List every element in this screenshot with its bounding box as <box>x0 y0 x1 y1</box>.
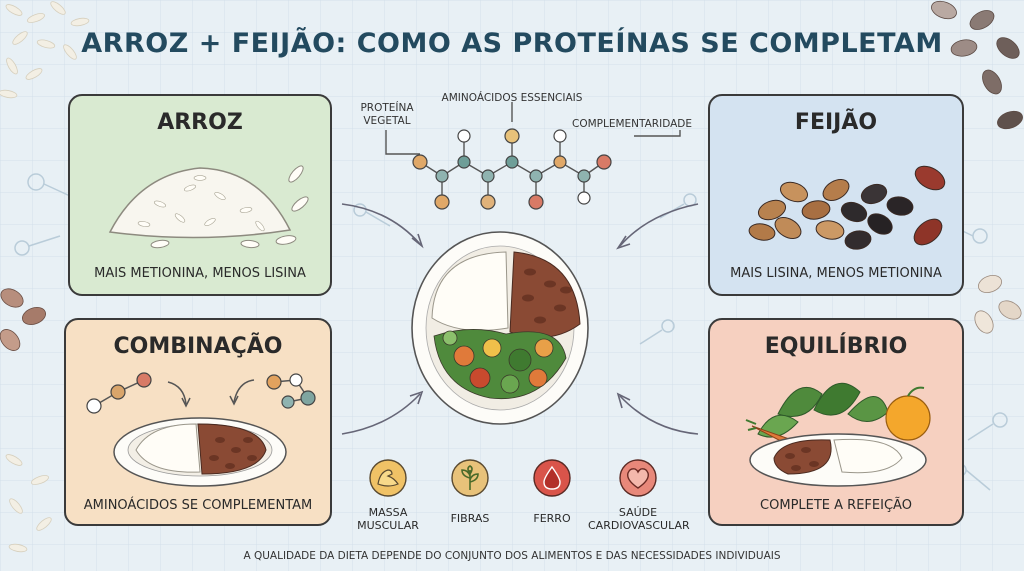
benefit-label-saude-line2: CARDIOVASCULAR <box>588 519 690 532</box>
muscle-icon <box>368 458 408 498</box>
benefit-label-massa-line2: MUSCULAR <box>357 519 419 532</box>
card-feijao: FEIJÃO MAIS LISINA, MENOS METIONINA <box>708 94 964 296</box>
benefit-label-massa: MASSA MUSCULAR <box>338 506 438 532</box>
benefit-label-ferro: FERRO <box>533 512 571 525</box>
benefit-label-saude-line1: SAÚDE <box>618 506 658 519</box>
fiber-leaf-icon <box>450 458 490 498</box>
rice-grains-decoration-bottom <box>5 454 52 553</box>
card-equilibrio-title: EQUILÍBRIO <box>764 334 908 359</box>
amino-acid-chain-diagram <box>385 102 681 210</box>
card-equilibrio: EQUILÍBRIO COMPLETE A REFEIÇÃO <box>708 318 964 526</box>
footer-note: A QUALIDADE DA DIETA DEPENDE DO CONJUNTO… <box>243 550 781 562</box>
benefit-label-massa-line1: MASSA <box>368 506 408 519</box>
beans-decoration-left <box>0 288 47 351</box>
flow-arrows <box>341 203 699 435</box>
rice-pile-illustration <box>108 165 309 249</box>
card-feijao-title: FEIJÃO <box>794 110 878 135</box>
card-combinacao-title: COMBINAÇÃO <box>113 334 283 359</box>
label-proteina-vegetal: PROTEÍNA VEGETAL <box>352 102 422 128</box>
heart-icon <box>618 458 658 498</box>
card-arroz-caption: MAIS METIONINA, MENOS LISINA <box>94 266 306 281</box>
center-plate-illustration <box>411 231 589 425</box>
iron-drop-icon <box>532 458 572 498</box>
beans-decoration <box>931 0 1023 130</box>
benefit-label-fibras: FIBRAS <box>450 512 490 525</box>
page-title: ARROZ + FEIJÃO: COMO AS PROTEÍNAS SE COM… <box>81 28 943 59</box>
label-proteina-line1: PROTEÍNA <box>360 102 414 114</box>
label-aminoacidos-essenciais: AMINOÁCIDOS ESSENCIAIS <box>441 92 583 104</box>
card-arroz-title: ARROZ <box>157 110 243 135</box>
benefit-label-saude: SAÚDE CARDIOVASCULAR <box>588 506 690 532</box>
rice-grains-decoration <box>0 1 90 99</box>
amino-chains-illustration <box>86 372 316 414</box>
card-equilibrio-caption: COMPLETE A REFEIÇÃO <box>760 498 912 513</box>
rice-beans-plate-illustration <box>113 417 287 487</box>
beans-pile-illustration <box>748 165 946 250</box>
beans-decoration-right <box>974 275 1022 334</box>
card-combinacao-caption: AMINOÁCIDOS SE COMPLEMENTAM <box>83 498 313 513</box>
label-complementaridade: COMPLEMENTARIDADE <box>572 118 692 130</box>
card-feijao-caption: MAIS LISINA, MENOS METIONINA <box>730 266 942 281</box>
balanced-meal-illustration <box>745 382 931 487</box>
card-arroz: ARROZ MAIS METIONINA, MENOS LISINA <box>68 94 332 296</box>
label-proteina-line2: VEGETAL <box>363 115 411 127</box>
card-combinacao: COMBINAÇÃO AMINOÁCIDOS SE COMPLE <box>64 318 332 526</box>
